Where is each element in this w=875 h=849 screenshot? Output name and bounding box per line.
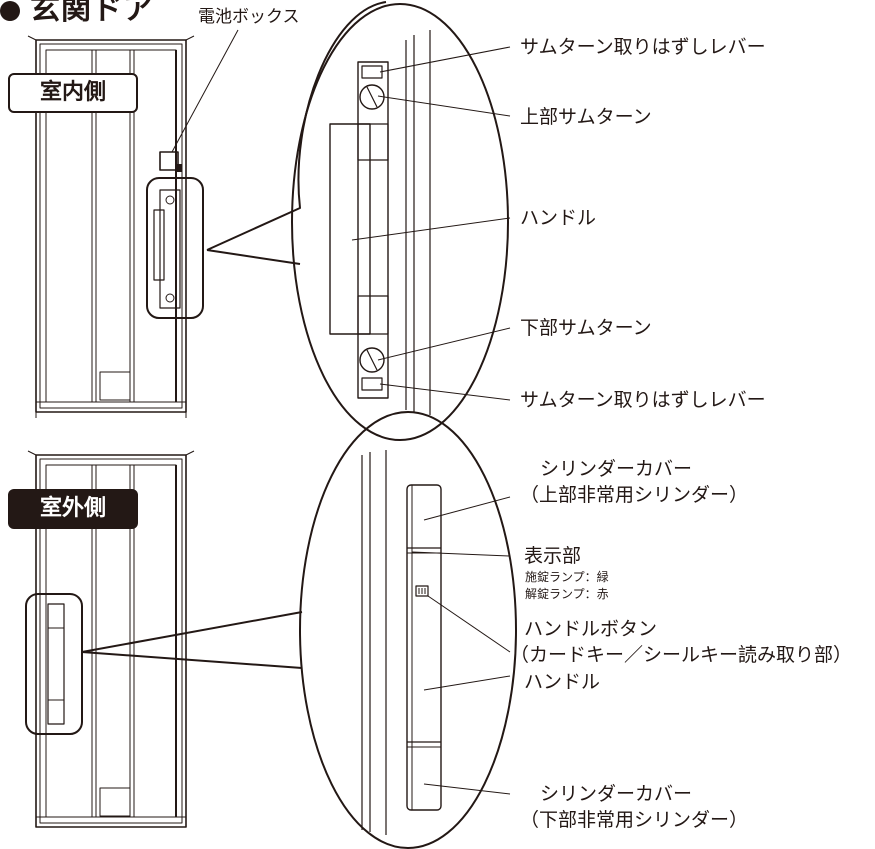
indoor-handle-label: ハンドル: [520, 207, 597, 229]
title-text: 玄関ドア: [30, 0, 154, 27]
indoor-handle-callout: [146, 177, 204, 319]
battery-box-label: 電池ボックス: [198, 7, 300, 27]
bullet-icon: [0, 0, 20, 21]
indoor-leader-lines: [351, 46, 511, 401]
cylinder-cover-upper-label: シリンダーカバー: [540, 458, 693, 480]
handle-button-sublabel: （カードキー／シールキー読み取り部）: [510, 644, 853, 666]
outdoor-zoom-ellipse: [81, 411, 517, 849]
battery-box-shape: [159, 151, 179, 171]
thumbturn-release-upper-label: サムターン取りはずしレバー: [520, 36, 766, 58]
cylinder-cover-upper-sublabel: （上部非常用シリンダー）: [520, 484, 749, 506]
upper-thumbturn-label: 上部サムターン: [520, 106, 652, 128]
outdoor-handle-shape: [47, 603, 65, 725]
cylinder-cover-lower-sublabel: （下部非常用シリンダー）: [520, 809, 749, 831]
thumbturn-release-lower-label: サムターン取りはずしレバー: [520, 389, 766, 411]
outdoor-handle-label: ハンドル: [524, 671, 601, 693]
indoor-zoom-ellipse: [206, 1, 509, 441]
lower-thumbturn-label: 下部サムターン: [520, 317, 652, 339]
display-label: 表示部: [524, 545, 582, 567]
handle-button-label: ハンドルボタン: [524, 618, 658, 640]
outdoor-handle-callout: [25, 593, 83, 735]
unlock-lamp-label: 解錠ランプ：赤: [525, 587, 609, 601]
indoor-side-badge: 室内側: [8, 73, 138, 113]
outdoor-leader-lines: [411, 496, 511, 795]
outdoor-side-badge: 室外側: [8, 489, 138, 529]
battery-box-leader: [171, 29, 239, 153]
lock-lamp-label: 施錠ランプ：緑: [525, 570, 609, 584]
cylinder-cover-lower-label: シリンダーカバー: [540, 783, 693, 805]
indoor-handle-shape: [159, 189, 181, 309]
page-title: 玄関ドア: [0, 0, 154, 28]
